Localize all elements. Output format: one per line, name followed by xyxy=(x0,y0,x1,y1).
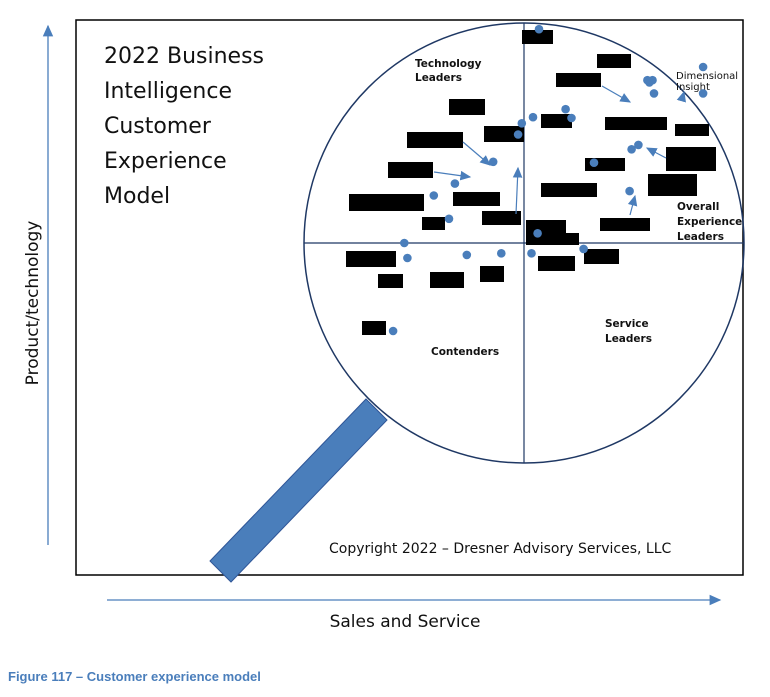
redacted-label xyxy=(482,211,521,225)
redacted-label xyxy=(362,321,386,335)
redacted-label xyxy=(449,99,485,115)
callout-arrow xyxy=(676,90,686,103)
data-point xyxy=(649,89,659,98)
callout-arrows xyxy=(433,85,686,216)
data-point xyxy=(533,229,542,238)
redacted-label xyxy=(600,218,650,231)
title-line: Customer xyxy=(104,114,212,139)
quadrant-label-line: Leaders xyxy=(605,333,652,345)
redacted-label xyxy=(522,30,553,44)
chart-title: 2022 Business Intelligence Customer Expe… xyxy=(104,44,271,209)
quadrant-label-line: Contenders xyxy=(431,346,499,358)
redacted-label xyxy=(584,249,619,264)
redacted-label xyxy=(605,117,667,130)
quadrant-label-line: Leaders xyxy=(677,231,724,243)
data-points xyxy=(388,24,708,336)
redacted-label xyxy=(378,274,403,288)
quadrant-label-contenders: Contenders xyxy=(431,346,499,358)
data-point xyxy=(561,104,570,114)
copyright-notice: Copyright 2022 – Dresner Advisory Servic… xyxy=(329,541,671,557)
redacted-label xyxy=(480,266,504,282)
quadrant-label-line: Technology xyxy=(415,58,482,70)
quadrant-label-technology-leaders: Technology Leaders xyxy=(415,58,485,84)
magnifier-handle xyxy=(209,398,388,583)
title-line: Experience xyxy=(104,149,227,174)
highlight-vendor-line: Insight xyxy=(676,82,710,93)
data-point xyxy=(528,112,538,122)
quadrant-label-service-leaders: Service Leaders xyxy=(605,318,652,345)
data-point xyxy=(698,89,708,98)
data-point xyxy=(462,250,472,260)
data-point xyxy=(444,214,454,224)
redacted-labels xyxy=(346,30,716,335)
quadrant-label-line: Experience xyxy=(677,216,742,228)
callout-arrow xyxy=(433,170,472,181)
data-point xyxy=(634,140,643,150)
redacted-label xyxy=(675,124,709,136)
redacted-label xyxy=(541,183,597,197)
callout-arrow xyxy=(627,194,638,216)
redacted-label xyxy=(484,126,524,142)
redacted-label xyxy=(556,233,579,245)
x-axis-label: Sales and Service xyxy=(330,612,481,632)
callout-arrow xyxy=(462,141,491,166)
redacted-label xyxy=(541,114,572,128)
data-point xyxy=(513,130,523,139)
redacted-label xyxy=(346,251,396,267)
data-point xyxy=(388,326,398,336)
data-point xyxy=(497,249,506,258)
data-point xyxy=(534,24,544,34)
redacted-label xyxy=(538,256,575,271)
redacted-label xyxy=(422,217,445,230)
callout-arrow xyxy=(512,166,523,215)
data-point xyxy=(698,62,708,72)
data-point xyxy=(488,157,498,167)
data-point xyxy=(627,145,636,154)
redacted-label xyxy=(349,194,424,211)
redacted-label xyxy=(597,54,631,68)
data-point xyxy=(625,186,634,196)
redacted-label xyxy=(648,174,697,196)
callout-arrow xyxy=(645,147,667,159)
figure-caption: Figure 117 – Customer experience model xyxy=(8,669,261,684)
data-point xyxy=(400,238,409,248)
redacted-label xyxy=(453,192,500,206)
redacted-label xyxy=(407,132,463,148)
y-axis-label: Product/technology xyxy=(23,221,43,386)
data-point xyxy=(429,191,439,200)
title-line: 2022 Business xyxy=(104,44,264,69)
redacted-label xyxy=(430,272,464,288)
quadrant-label-line: Overall xyxy=(677,201,719,213)
redacted-label xyxy=(666,147,716,171)
data-point xyxy=(589,158,599,167)
redacted-label xyxy=(556,73,601,87)
data-point xyxy=(527,249,536,258)
plot-frame xyxy=(75,19,744,576)
data-point xyxy=(579,244,588,254)
data-point xyxy=(645,78,654,87)
title-line: Model xyxy=(104,184,170,209)
redacted-label xyxy=(388,162,433,178)
dimensional-insight-label: Dimensional Insight xyxy=(676,71,741,93)
quadrant-label-line: Service xyxy=(605,318,649,330)
highlight-vendor-line: Dimensional xyxy=(676,71,738,82)
data-point xyxy=(567,113,576,123)
quadrant-label-line: Leaders xyxy=(415,72,462,84)
data-point xyxy=(450,179,460,188)
title-line: Intelligence xyxy=(104,79,232,104)
data-point xyxy=(517,119,527,128)
quadrant-label-overall-experience-leaders: Overall Experience Leaders xyxy=(677,201,746,243)
data-point xyxy=(403,253,412,263)
callout-arrow xyxy=(601,85,632,103)
